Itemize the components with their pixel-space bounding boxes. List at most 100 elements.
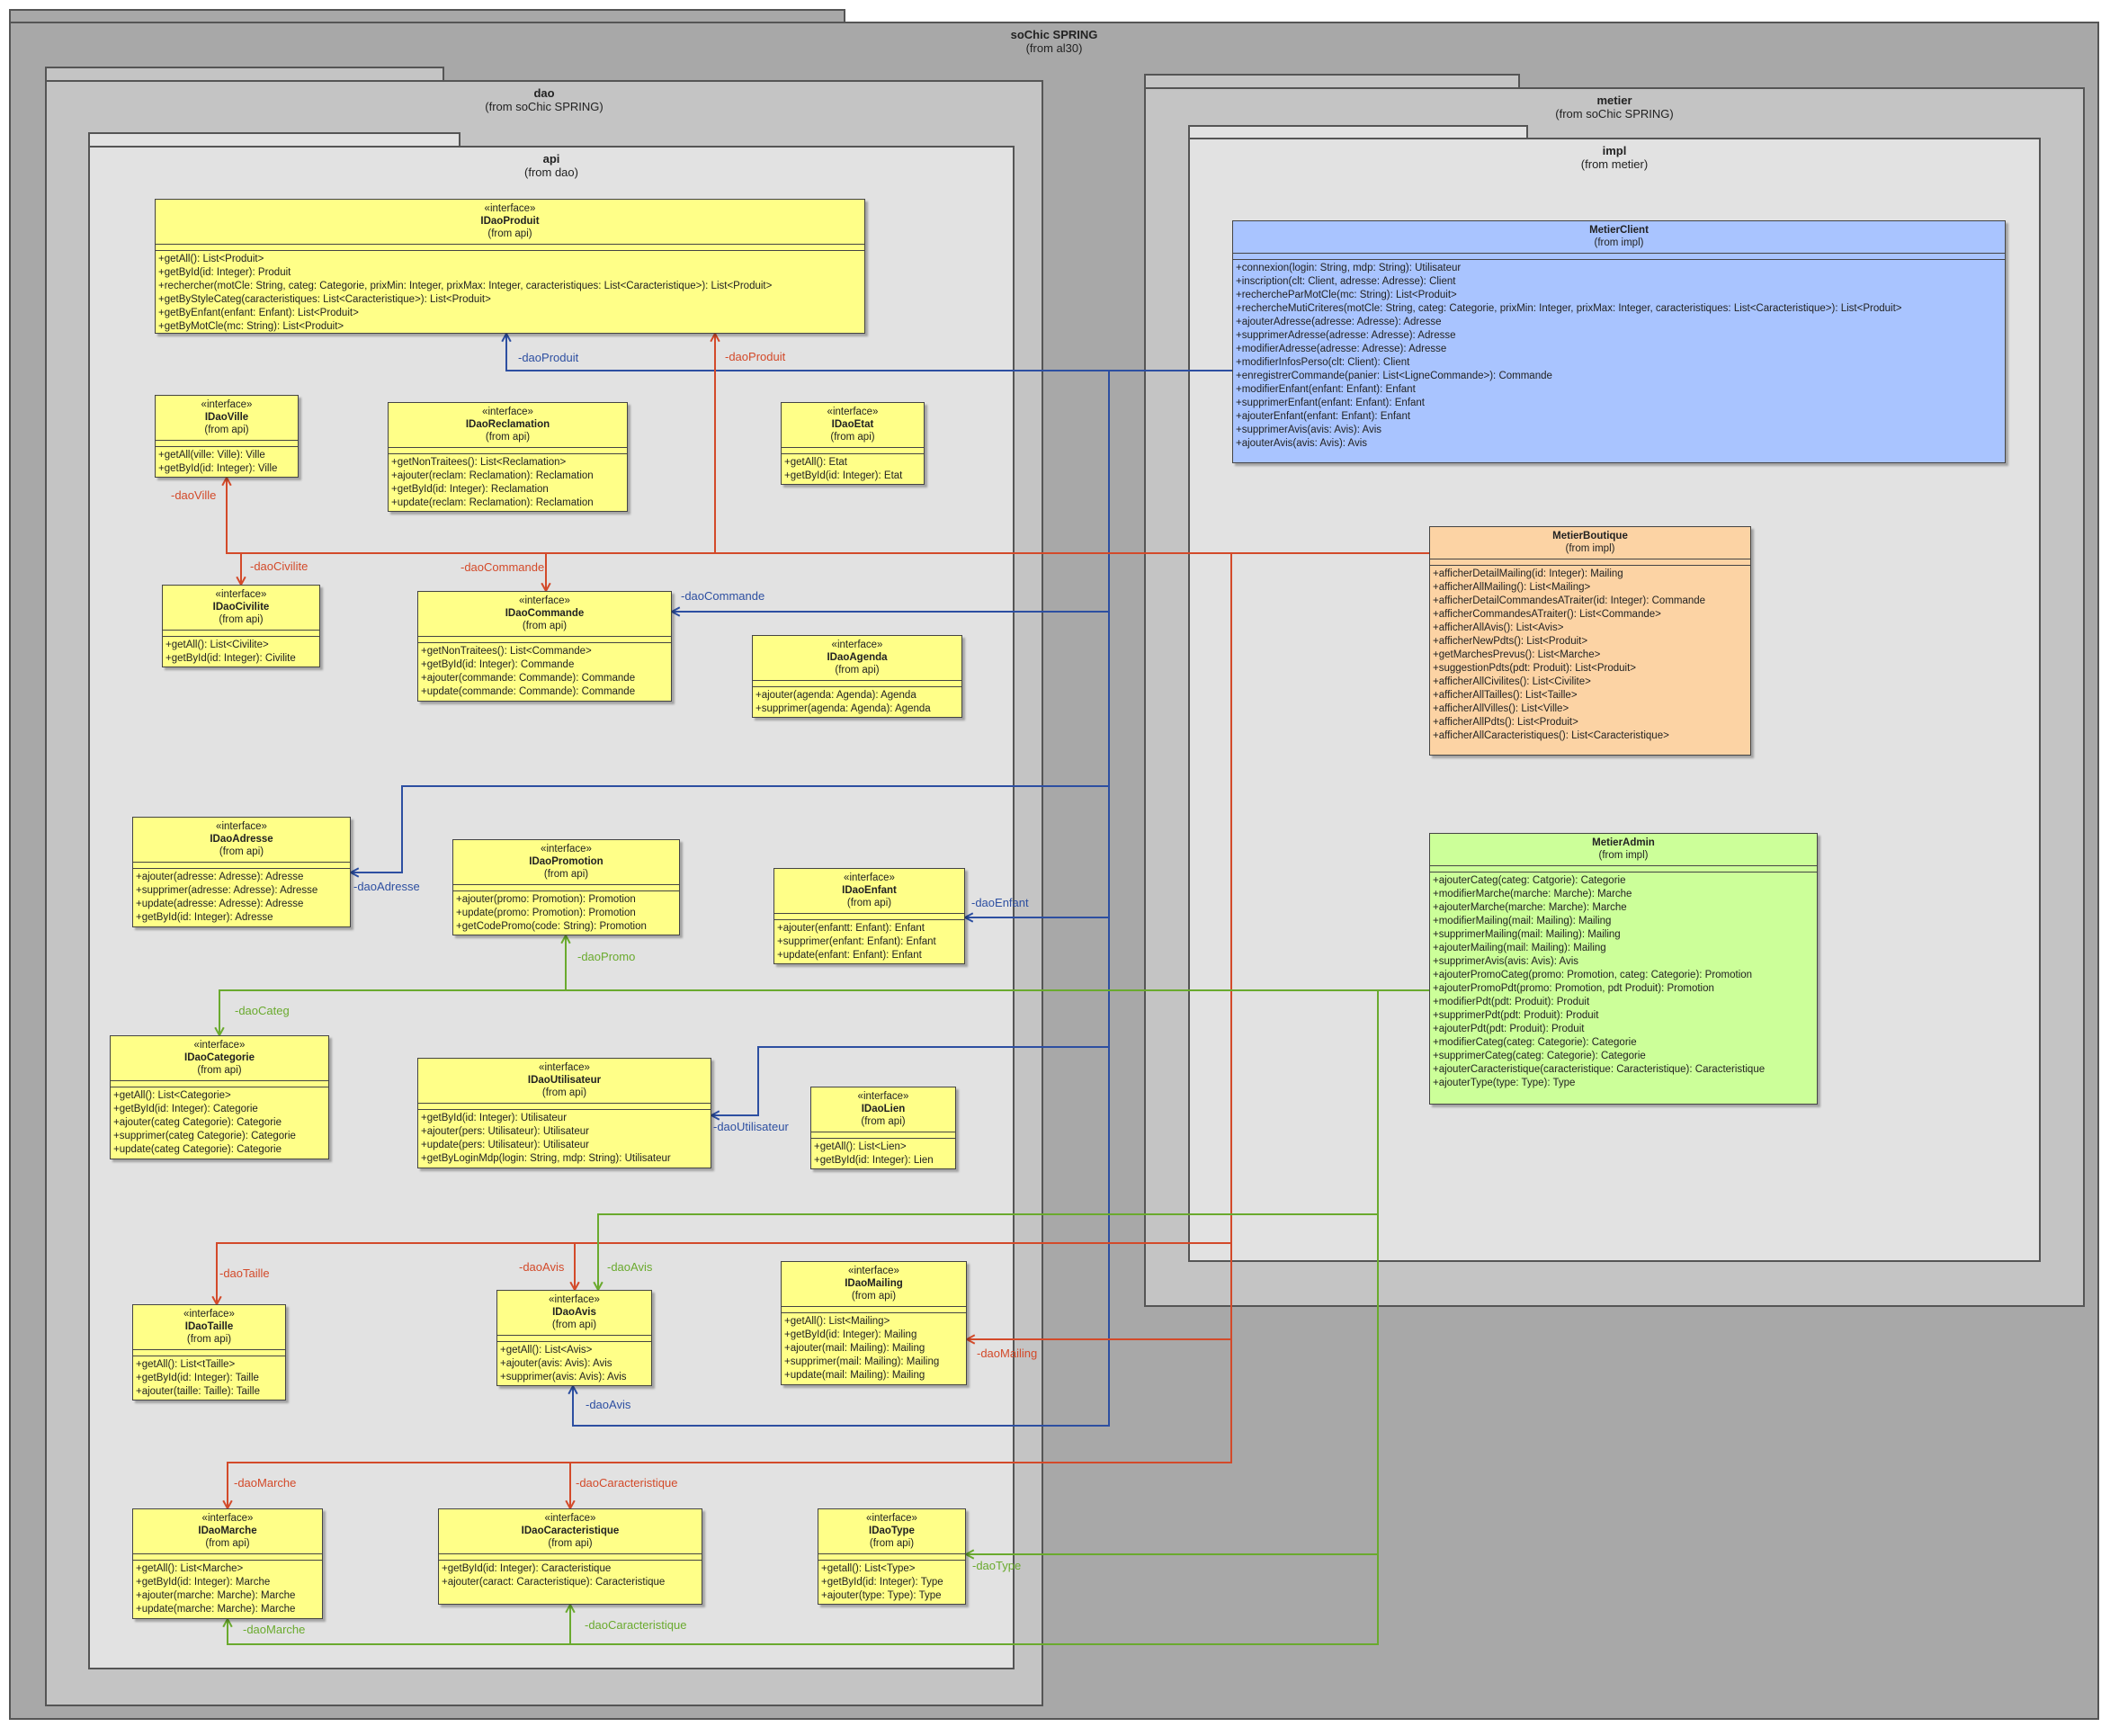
idaotaille-name: IDaoTaille — [184, 1321, 234, 1332]
idaolien-from: (from api) — [861, 1116, 906, 1127]
class-idaocivilite[interactable]: «interface»IDaoCivilite(from api)+getAll… — [162, 585, 320, 667]
class-idaomarche[interactable]: «interface»IDaoMarche(from api)+getAll()… — [132, 1508, 323, 1619]
idaoagenda-attributes — [753, 680, 961, 686]
class-idaoreclamation[interactable]: «interface»IDaoReclamation(from api)+get… — [388, 402, 628, 512]
package-tab-sochic — [9, 9, 845, 22]
arrowhead-boutique-idaoville — [221, 475, 232, 487]
idaotaille-operations: +getAll(): List<tTaille>+getById(id: Int… — [133, 1356, 285, 1401]
idaoreclamation-attributes — [389, 447, 627, 453]
idaocivilite-from: (from api) — [219, 614, 264, 625]
operation: +ajouterAdresse(adresse: Adresse): Adres… — [1236, 317, 1442, 327]
idaoville-from: (from api) — [204, 425, 249, 435]
operation: +enregistrerCommande(panier: List<LigneC… — [1236, 371, 1552, 381]
operation: +supprimerAvis(avis: Avis): Avis — [1236, 425, 1382, 435]
class-idaoutilisateur[interactable]: «interface»IDaoUtilisateur(from api)+get… — [417, 1058, 711, 1168]
operation: +supprimer(agenda: Agenda): Agenda — [755, 703, 931, 714]
operation: +ajouter(taille: Taille): Taille — [136, 1386, 260, 1397]
link-label-admin-daocateg: -daoCateg — [235, 1004, 290, 1017]
link-admin-idaoavis — [597, 990, 1379, 1290]
operation: +connexion(login: String, mdp: String): … — [1236, 263, 1462, 273]
idaocommande-attributes — [418, 636, 671, 642]
idaoavis-stereotype: «interface» — [549, 1294, 600, 1305]
link-label-client-daoproduit: -daoProduit — [518, 351, 579, 364]
idaomarche-operations: +getAll(): List<Marche>+getById(id: Inte… — [133, 1560, 322, 1619]
operation: +getById(id: Integer): Reclamation — [391, 484, 549, 495]
operation: +getByMotCle(mc: String): List<Produit> — [158, 321, 344, 332]
idaoreclamation-name: IDaoReclamation — [465, 419, 550, 430]
idaoadresse-attributes — [133, 862, 350, 868]
class-idaoagenda[interactable]: «interface»IDaoAgenda(from api)+ajouter(… — [752, 635, 962, 718]
class-idaomailing[interactable]: «interface»IDaoMailing(from api)+getAll(… — [781, 1261, 967, 1385]
operation: +modifierMailing(mail: Mailing): Mailing — [1433, 916, 1612, 926]
idaoville-operations: +getAll(ville: Ville): Ville+getById(id:… — [156, 446, 298, 479]
operation: +ajouterCaracteristique(caracteristique:… — [1433, 1064, 1766, 1075]
operation: +afficherCommandesATraiter(): List<Comma… — [1433, 609, 1661, 620]
operation: +update(enfant: Enfant): Enfant — [777, 950, 922, 961]
idaomailing-stereotype: «interface» — [848, 1266, 899, 1276]
idaocategorie-attributes — [111, 1080, 328, 1087]
class-metieradmin[interactable]: MetierAdmin(from impl)+ajouterCateg(cate… — [1429, 833, 1818, 1105]
operation: +supprimerAdresse(adresse: Adresse): Adr… — [1236, 330, 1456, 341]
link-label-boutique-daomailing: -daoMailing — [977, 1347, 1038, 1360]
operation: +afficherAllTailles(): List<Taille> — [1433, 690, 1578, 701]
idaotype-stereotype: «interface» — [866, 1513, 917, 1524]
operation: +afficherAllMailing(): List<Mailing> — [1433, 582, 1591, 593]
operation: +ajouter(pers: Utilisateur): Utilisateur — [421, 1126, 589, 1137]
operation: +rechercheParMotCle(mc: String): List<Pr… — [1236, 290, 1457, 300]
operation: +ajouter(adresse: Adresse): Adresse — [136, 872, 304, 882]
idaocivilite-stereotype: «interface» — [215, 589, 267, 600]
metierboutique-operations: +afficherDetailMailing(id: Integer): Mai… — [1430, 565, 1750, 746]
idaoreclamation-stereotype: «interface» — [482, 407, 533, 417]
operation: +supprimer(enfant: Enfant): Enfant — [777, 936, 936, 947]
class-idaoadresse[interactable]: «interface»IDaoAdresse(from api)+ajouter… — [132, 817, 351, 927]
class-idaoavis[interactable]: «interface»IDaoAvis(from api)+getAll(): … — [496, 1290, 652, 1386]
class-metierclient[interactable]: MetierClient(from impl)+connexion(login:… — [1232, 220, 2006, 463]
class-idaotaille[interactable]: «interface»IDaoTaille(from api)+getAll()… — [132, 1304, 286, 1400]
class-idaoetat[interactable]: «interface»IDaoEtat(from api)+getAll(): … — [781, 402, 925, 485]
class-idaoville[interactable]: «interface»IDaoVille(from api)+getAll(vi… — [155, 395, 299, 478]
link-label-boutique-daocommande: -daoCommande — [460, 560, 545, 574]
operation: +afficherAllCaracteristiques(): List<Car… — [1433, 730, 1669, 741]
operation: +getById(id: Integer): Lien — [814, 1155, 934, 1166]
operation: +update(promo: Promotion): Promotion — [456, 908, 636, 918]
package-api-from: (from dao) — [524, 166, 578, 179]
operation: +modifierMarche(marche: Marche): Marche — [1433, 889, 1632, 899]
link-client-idaoproduit — [505, 334, 1232, 371]
idaoenfant-attributes — [774, 913, 964, 919]
operation: +getAll(): Etat — [784, 457, 847, 468]
idaoavis-from: (from api) — [551, 1320, 597, 1330]
operation: +getById(id: Integer): Marche — [136, 1577, 271, 1588]
class-metierboutique[interactable]: MetierBoutique(from impl)+afficherDetail… — [1429, 526, 1751, 756]
class-idaolien[interactable]: «interface»IDaoLien(from api)+getAll(): … — [810, 1087, 956, 1169]
idaoadresse-operations: +ajouter(adresse: Adresse): Adresse+supp… — [133, 868, 350, 927]
idaoagenda-operations: +ajouter(agenda: Agenda): Agenda+supprim… — [753, 686, 961, 719]
class-idaocategorie[interactable]: «interface»IDaoCategorie(from api)+getAl… — [110, 1035, 329, 1159]
idaocaracteristique-stereotype: «interface» — [544, 1513, 596, 1524]
class-idaoproduit[interactable]: «interface»IDaoProduit(from api)+getAll(… — [155, 199, 865, 334]
metierclient-name: MetierClient — [1589, 225, 1649, 236]
operation: +afficherAllPdts(): List<Produit> — [1433, 717, 1578, 728]
idaoetat-stereotype: «interface» — [827, 407, 879, 417]
operation: +modifierEnfant(enfant: Enfant): Enfant — [1236, 384, 1416, 395]
operation: +afficherAllVilles(): List<Ville> — [1433, 703, 1569, 714]
class-idaocommande[interactable]: «interface»IDaoCommande(from api)+getNon… — [417, 591, 672, 702]
link-label-admin-daomarche: -daoMarche — [243, 1623, 306, 1636]
operation: +supprimer(mail: Mailing): Mailing — [784, 1356, 940, 1367]
operation: +getAll(): List<Civilite> — [165, 640, 269, 650]
idaotaille-stereotype: «interface» — [183, 1309, 235, 1320]
operation: +modifierCateg(categ: Categorie): Catego… — [1433, 1037, 1637, 1048]
operation: +supprimerAvis(avis: Avis): Avis — [1433, 956, 1579, 967]
idaopromotion-name: IDaoPromotion — [529, 856, 603, 867]
package-impl-name: impl — [1602, 144, 1627, 157]
operation: +getNonTraitees(): List<Reclamation> — [391, 457, 567, 468]
idaocommande-name: IDaoCommande — [505, 608, 585, 619]
operation: +ajouter(categ Categorie): Categorie — [113, 1117, 282, 1128]
operation: +getByLoginMdp(login: String, mdp: Strin… — [421, 1153, 671, 1164]
class-idaoenfant[interactable]: «interface»IDaoEnfant(from api)+ajouter(… — [773, 868, 965, 964]
class-idaotype[interactable]: «interface»IDaoType(from api)+getall(): … — [818, 1508, 966, 1605]
class-idaopromotion[interactable]: «interface»IDaoPromotion(from api)+ajout… — [452, 839, 680, 935]
idaomarche-stereotype: «interface» — [201, 1513, 254, 1524]
class-idaocaracteristique[interactable]: «interface»IDaoCaracteristique(from api)… — [438, 1508, 702, 1605]
idaocivilite-attributes — [163, 630, 319, 636]
